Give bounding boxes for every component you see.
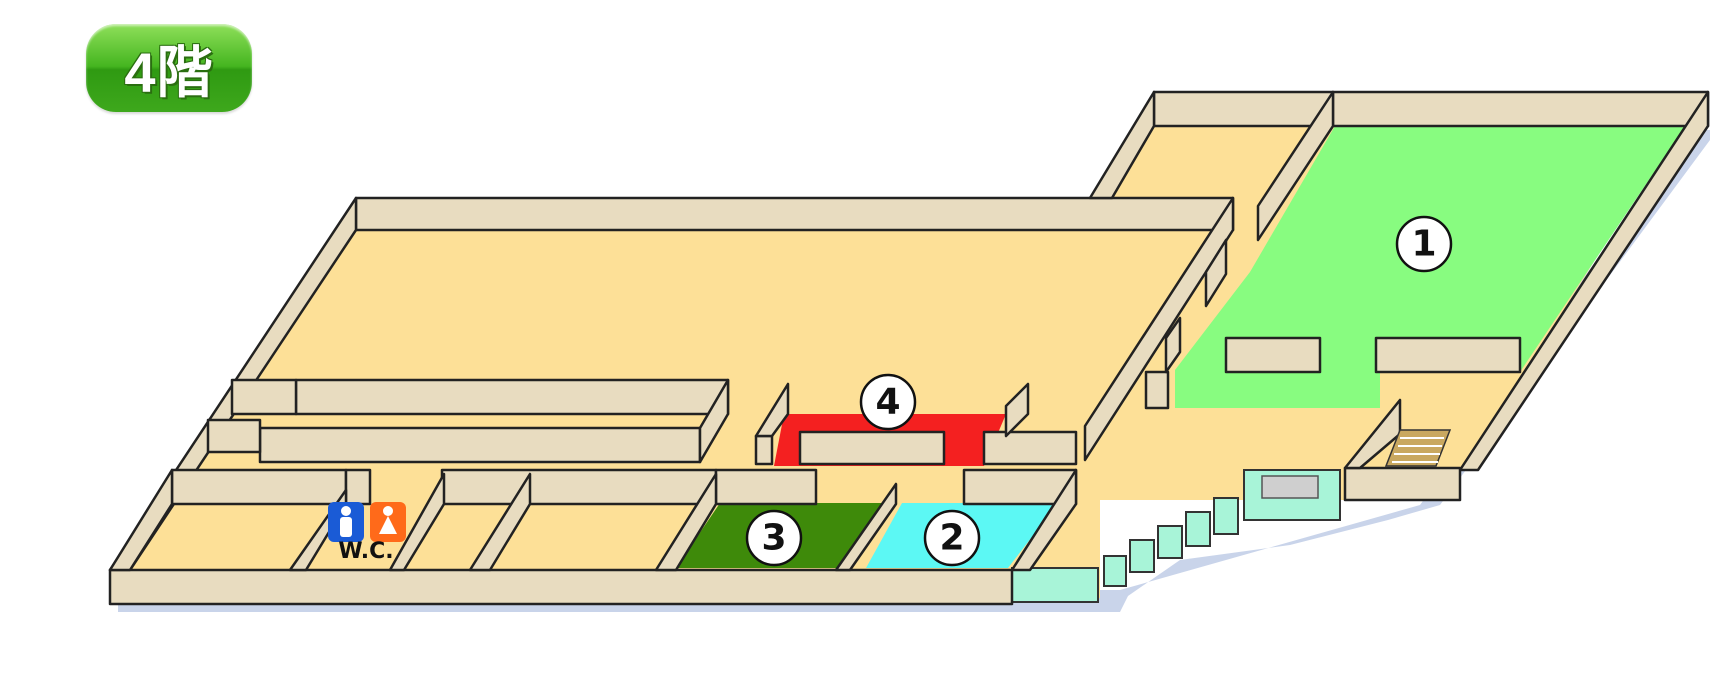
marker-3-label: 3 (761, 518, 786, 559)
counter (1261, 475, 1319, 499)
marker-2[interactable]: 2 (923, 509, 981, 567)
marker-4-label: 4 (875, 382, 900, 423)
marker-1-label: 1 (1411, 224, 1436, 265)
marker-2-label: 2 (939, 518, 964, 559)
toilet-label: W.C. (338, 539, 393, 564)
male-toilet-icon (328, 502, 364, 542)
marker-1[interactable]: 1 (1395, 215, 1453, 273)
floor-label: 4階 (124, 40, 214, 104)
marker-3[interactable]: 3 (745, 509, 803, 567)
marker-4[interactable]: 4 (859, 373, 917, 431)
walls (108, 90, 1710, 606)
female-toilet-icon (370, 502, 406, 542)
floor-badge: 4階 (86, 24, 252, 112)
stairs-icon (1384, 429, 1452, 467)
